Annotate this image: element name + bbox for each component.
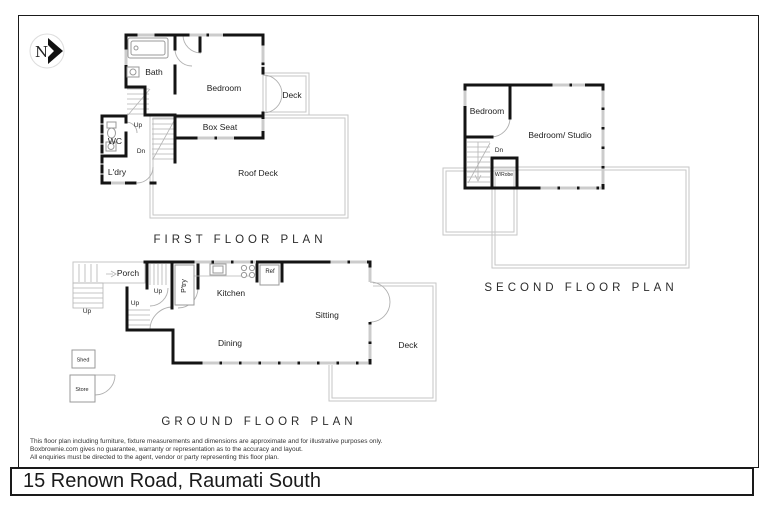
label-shed: Shed [77, 358, 90, 364]
label-wc: WC [108, 136, 122, 146]
label-bedroom-studio: Bedroom/ Studio [528, 130, 592, 140]
first-floor-title: FIRST FLOOR PLAN [153, 234, 326, 246]
entry-stairs [149, 264, 167, 285]
ground-floor-plan: Porch Up Up Up P'try Kitchen Ref Sitting… [69, 260, 437, 428]
ground-floor-title: GROUND FLOOR PLAN [161, 416, 356, 428]
disclaimer-line-1: This floor plan including furniture, fix… [30, 438, 383, 445]
store-outline [69, 374, 96, 403]
first-deck-outline [262, 72, 310, 116]
address-text: 15 Renown Road, Raumati South [23, 470, 321, 492]
label-store: Store [75, 387, 88, 393]
north-circle [29, 33, 65, 69]
label-kitchen: Kitchen [217, 288, 246, 298]
disclaimer: This floor plan including furniture, fix… [30, 438, 500, 462]
label-deck-ground: Deck [398, 340, 418, 350]
kitchen-bench [192, 263, 256, 279]
label-up-outside: Up [83, 308, 92, 315]
label-dn-2: Dn [495, 147, 504, 154]
label-dining: Dining [218, 338, 242, 348]
label-dn: Dn [137, 148, 146, 155]
first-stairs [127, 88, 175, 160]
label-up-hall: Up [131, 300, 140, 307]
address-bar: 15 Renown Road, Raumati South [10, 467, 754, 496]
second-door-arcs [490, 117, 511, 138]
north-arrow: N [29, 33, 65, 69]
label-up: Up [134, 122, 143, 129]
label-bedroom-2: Bedroom [470, 106, 505, 116]
second-floor-title: SECOND FLOOR PLAN [484, 282, 677, 294]
ground-deck-outline [328, 282, 437, 402]
label-sitting: Sitting [315, 310, 339, 320]
label-deck: Deck [282, 90, 302, 100]
second-roof-outline [442, 166, 690, 269]
disclaimer-line-2: Boxbrownie.com gives no guarantee, warra… [30, 446, 303, 453]
shed-outline [71, 349, 96, 369]
label-ref: Ref [265, 269, 275, 275]
first-floor-plan: Bath Bedroom Deck Box Seat Up Dn WC L'dr… [100, 33, 349, 246]
hall-stairs [128, 309, 150, 326]
first-windows [111, 33, 265, 185]
stove-icon [240, 264, 256, 279]
porch-outline [72, 261, 146, 284]
north-label: N [35, 43, 48, 61]
label-box-seat: Box Seat [203, 122, 238, 132]
pantry-shelf [174, 264, 195, 306]
second-floor-plan: Bedroom Bedroom/ Studio Dn W/Robe SECOND… [442, 83, 690, 294]
wc-sink-icon [105, 141, 117, 152]
label-ldry: L'dry [108, 167, 127, 177]
label-up-entry: Up [154, 288, 163, 295]
label-porch: Porch [117, 268, 139, 278]
ground-door-arcs [94, 281, 391, 396]
bath-sink-icon [126, 66, 140, 78]
label-roof-deck: Roof Deck [238, 168, 278, 178]
disclaimer-line-3: All enquiries must be directed to the ag… [30, 454, 279, 461]
second-windows [463, 83, 605, 190]
first-roof-deck-outline [149, 114, 349, 219]
label-ptry: P'try [181, 279, 188, 293]
label-bedroom: Bedroom [207, 83, 242, 93]
bathtub-icon [127, 37, 169, 59]
label-wrobe: W/Robe [495, 172, 513, 178]
fridge-outline [259, 264, 280, 286]
label-bath: Bath [145, 67, 163, 77]
toilet-icon [106, 121, 117, 139]
outside-stairs [72, 264, 104, 309]
ground-windows [192, 260, 372, 365]
second-stairs [467, 141, 491, 184]
north-arrow-icon [48, 38, 63, 64]
